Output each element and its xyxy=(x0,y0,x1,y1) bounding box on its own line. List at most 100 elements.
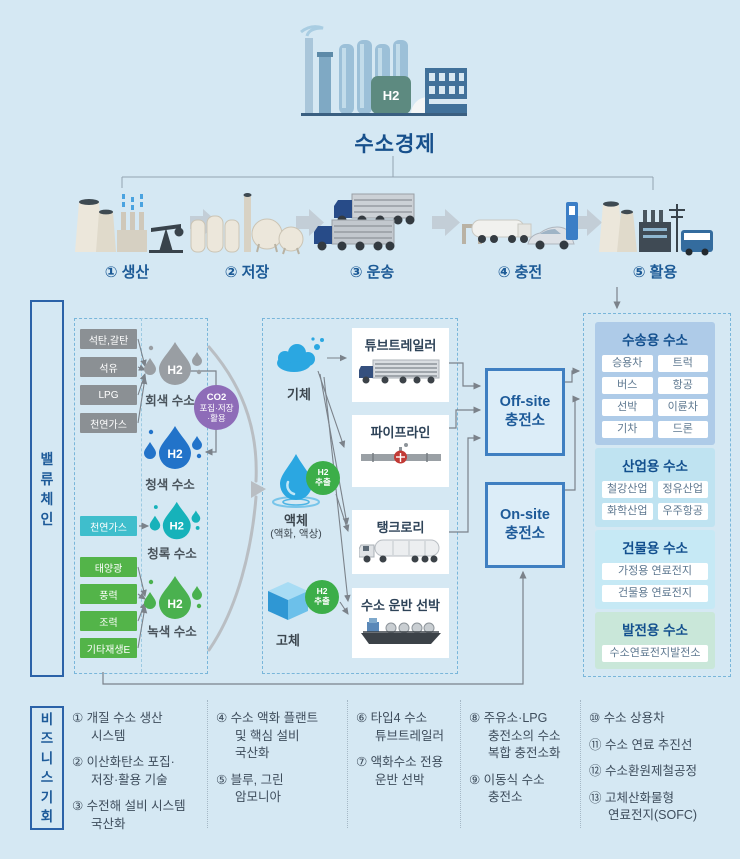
source-other-renewable: 기타재생E xyxy=(80,638,137,658)
business-item-8: ⑧ 주유소·LPG 충전소의 수소 복합 충전소화 xyxy=(469,711,561,760)
production-stage-icon xyxy=(75,194,184,253)
tank-lorry-icon xyxy=(358,539,439,563)
green-source-arrows xyxy=(137,566,148,649)
top-distribution-lines xyxy=(121,156,654,190)
green-hydrogen-label: 녹색 수소 xyxy=(147,625,197,639)
business-item-12: ⑫ 수소환원제철공정 xyxy=(589,764,697,778)
business-item-1: ① 개질 수소 생산 시스템 xyxy=(72,711,163,743)
tube-trailer-icon xyxy=(358,359,439,384)
co2-line: ·활용 xyxy=(207,413,226,424)
sidebar-char: 니 xyxy=(40,750,54,766)
teal-hydrogen-h2: H2 xyxy=(170,521,184,533)
chip-chemical: 화학산업 xyxy=(602,503,653,520)
source-wind: 풍력 xyxy=(80,584,137,604)
arc-arrowhead xyxy=(251,481,266,498)
hydrogen-ship-icon xyxy=(360,618,441,644)
business-column-5: ⑩ 수소 상용차 ⑪ 수소 연료 추진선 ⑫ 수소환원제철공정 ⑬ 고체산화물형… xyxy=(589,710,733,834)
onsite-feed-line xyxy=(102,570,527,685)
sidebar-char: 즈 xyxy=(40,731,54,746)
chip-home-fuel-cell: 가정용 연료전지 xyxy=(602,563,708,580)
chip-steel: 철강산업 xyxy=(602,481,653,498)
badge-line: H2 xyxy=(317,467,329,478)
truck-front xyxy=(314,219,395,251)
liquid-droplet-icon xyxy=(272,454,320,508)
business-column-4: ⑧ 주유소·LPG 충전소의 수소 복합 충전소화 ⑨ 이동식 수소 충전소 xyxy=(469,710,577,816)
stage-label-storage: ② 저장 xyxy=(224,264,270,281)
hydrogen-ship-title: 수소 운반 선박 xyxy=(361,598,440,613)
solid-cube-icon xyxy=(268,582,308,620)
business-column-3: ⑥ 타입4 수소 튜브트레일러 ⑦ 액화수소 전용 운반 선박 xyxy=(356,710,458,798)
green-hydrogen-h2: H2 xyxy=(167,597,183,611)
co2-line: 포집·저장 xyxy=(199,403,234,413)
liquid-form-label: 액체 xyxy=(284,513,308,528)
blue-hydrogen-label: 청색 수소 xyxy=(145,478,195,492)
chip-building-fuel-cell: 건물용 연료전지 xyxy=(602,585,708,602)
business-divider xyxy=(580,700,581,828)
stage-label-transport: ③ 운송 xyxy=(349,264,395,281)
gray-source-arrows xyxy=(137,338,148,424)
teal-hydrogen-droplet: H2 xyxy=(149,501,201,540)
transport-hydrogen-box: 수송용 수소 승용차 트럭 버스 항공 선박 이륜차 기차 드론 xyxy=(595,322,715,445)
industrial-hydrogen-title: 산업용 수소 xyxy=(622,459,688,474)
transport-stage-icon xyxy=(314,193,415,251)
chip-bus: 버스 xyxy=(602,377,653,394)
liquid-form-sublabel: (액화, 액상) xyxy=(270,528,322,540)
smoke-icon xyxy=(300,25,324,37)
source-lpg: LPG xyxy=(80,385,137,405)
chip-passenger-car: 승용차 xyxy=(602,355,653,372)
chip-aviation: 항공 xyxy=(657,377,708,394)
solid-form-label: 고체 xyxy=(276,633,300,648)
chip-fuel-cell-plant: 수소연료전지발전소 xyxy=(602,645,708,662)
badge-line: 추출 xyxy=(314,596,330,606)
source-coal: 석탄,갈탄 xyxy=(80,329,137,349)
business-sidebar: 비 즈 니 스 기 회 xyxy=(30,706,64,830)
business-item-3: ③ 수전해 설비 시스템 국산화 xyxy=(72,799,186,831)
business-divider xyxy=(460,700,461,828)
solid-h2-extract-badge: H2 추출 xyxy=(305,580,339,614)
chip-aerospace: 우주항공 xyxy=(657,503,708,520)
tube-trailer-card: 튜브트레일러 xyxy=(352,328,449,402)
power-hydrogen-title: 발전용 수소 xyxy=(622,623,688,638)
chip-refining: 정유산업 xyxy=(657,481,708,498)
green-hydrogen-droplet: H2 xyxy=(144,576,202,619)
gas-form-label: 기체 xyxy=(287,387,311,402)
liquid-h2-extract-badge: H2 추출 xyxy=(306,461,340,495)
chip-ship: 선박 xyxy=(602,399,653,416)
source-solar: 태양광 xyxy=(80,557,137,577)
offsite-line1: Off-site xyxy=(499,394,551,411)
card-to-station-connectors xyxy=(449,362,482,533)
business-divider xyxy=(347,700,348,828)
factory-illustration: H2 xyxy=(300,25,467,116)
gray-hydrogen-label: 회색 수소 xyxy=(145,394,195,408)
onsite-station-box: On-site 충전소 xyxy=(485,482,565,568)
business-column-2: ④ 수소 액화 플랜트 및 핵심 설비 국산화 ⑤ 블루, 그린 암모니아 xyxy=(216,710,344,816)
sidebar-char: 스 xyxy=(40,770,54,785)
onsite-line1: On-site xyxy=(500,507,550,524)
business-item-10: ⑩ 수소 상용차 xyxy=(589,711,665,725)
badge-line: H2 xyxy=(316,586,328,597)
tank-lorry-card: 탱크로리 xyxy=(352,510,449,574)
teal-hydrogen-label: 청록 수소 xyxy=(147,547,197,561)
business-item-6: ⑥ 타입4 수소 튜브트레일러 xyxy=(356,711,445,743)
form-to-card-arrows xyxy=(317,354,351,615)
blue-hydrogen-h2: H2 xyxy=(167,447,183,461)
building-hydrogen-title: 건물용 수소 xyxy=(622,541,688,556)
business-divider xyxy=(207,700,208,828)
building-hydrogen-box: 건물용 수소 가정용 연료전지 건물용 연료전지 xyxy=(595,530,715,609)
storage-stage-icon xyxy=(190,193,304,255)
utilization-stage-icon xyxy=(599,201,713,256)
hydrogen-ship-card: 수소 운반 선박 xyxy=(352,588,449,658)
business-item-5: ⑤ 블루, 그린 암모니아 xyxy=(216,772,284,805)
source-natgas-teal: 천연가스 xyxy=(80,516,137,536)
badge-line: 추출 xyxy=(315,477,331,487)
industrial-hydrogen-box: 산업용 수소 철강산업 정유산업 화학산업 우주항공 xyxy=(595,448,715,527)
stage-label-utilization: ⑤ 활용 xyxy=(632,264,678,281)
gray-hydrogen-h2: H2 xyxy=(167,363,183,377)
business-item-4: ④ 수소 액화 플랜트 및 핵심 설비 국산화 xyxy=(216,711,319,760)
source-tidal: 조력 xyxy=(80,611,137,631)
chip-drone: 드론 xyxy=(657,421,708,438)
value-chain-sidebar: 밸 류 체 인 xyxy=(30,300,64,677)
sidebar-char: 밸 xyxy=(40,450,54,467)
station-to-application-connectors xyxy=(564,367,581,491)
